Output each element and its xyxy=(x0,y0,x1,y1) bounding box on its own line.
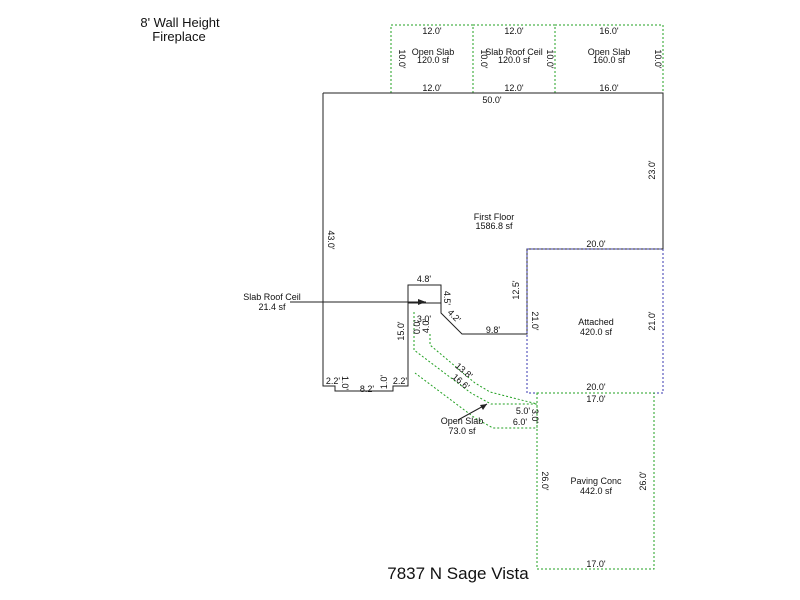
dim-label: 12.0' xyxy=(422,26,442,36)
dim-label: 4.2' xyxy=(446,307,463,324)
dim-label: 12.0' xyxy=(422,83,442,93)
dim-label: 4.8' xyxy=(417,274,432,284)
attached-area: 420.0 sf xyxy=(580,327,613,337)
dim-label: 43.0' xyxy=(326,230,336,250)
first-floor-area: 1586.8 sf xyxy=(475,221,513,231)
dim-label: 12.0' xyxy=(504,83,524,93)
dim-label: 0.0' xyxy=(412,320,422,335)
dim-label: 12.5' xyxy=(511,280,521,300)
open-slab-3-arrow xyxy=(480,404,487,410)
dim-label: 6.0' xyxy=(513,417,528,427)
address-label: 7837 N Sage Vista xyxy=(387,564,529,583)
fireplace-note: Fireplace xyxy=(152,29,205,44)
dim-label: 17.0' xyxy=(586,559,606,569)
wall-height-note: 8' Wall Height xyxy=(140,15,220,30)
dim-label: 21.0' xyxy=(530,311,540,331)
dim-label: 4.0' xyxy=(421,319,431,334)
dim-label: 21.0' xyxy=(647,311,657,331)
dim-label: 16.0' xyxy=(599,83,619,93)
dim-label: 20.0' xyxy=(586,239,606,249)
dim-label: 10.0' xyxy=(545,49,555,69)
open-slab-1-name: Open Slab xyxy=(412,47,455,57)
dim-label: 26.0' xyxy=(540,471,550,491)
open-slab-3-area: 73.0 sf xyxy=(448,426,476,436)
slab-roof-ceil-small-name: Slab Roof Ceil xyxy=(243,292,301,302)
dim-label: 9.8' xyxy=(486,325,501,335)
slab-roof-ceil-small-outline xyxy=(407,284,442,304)
first-floor-outline xyxy=(322,92,664,392)
dim-label: 4.5' xyxy=(442,291,452,306)
dim-label: 23.0' xyxy=(647,160,657,180)
dim-label: 12.0' xyxy=(504,26,524,36)
dimension-labels: 12.0' 12.0' 16.0' 10.0' 10.0' 10.0' 10.0… xyxy=(326,26,663,569)
open-slab-3-name: Open Slab xyxy=(441,416,484,426)
dim-label: 17.0' xyxy=(586,394,606,404)
dim-label: 10.0' xyxy=(479,49,489,69)
dim-label: 5.0' xyxy=(516,406,531,416)
slab-roof-ceil-arrow xyxy=(418,299,426,305)
dim-label: 10.0' xyxy=(653,49,663,69)
open-slab-3-outline xyxy=(413,312,538,429)
open-slab-1-area: 120.0 sf xyxy=(417,55,450,65)
dim-label: 3.0' xyxy=(417,314,432,324)
paving-conc-name: Paving Conc xyxy=(570,476,622,486)
dim-label: 16.0' xyxy=(599,26,619,36)
dim-label: 2.2' xyxy=(326,376,341,386)
slab-roof-ceil-small-area: 21.4 sf xyxy=(258,302,286,312)
dim-label: 20.0' xyxy=(586,382,606,392)
dim-label: 10.0' xyxy=(397,49,407,69)
attached-name: Attached xyxy=(578,317,614,327)
dim-label: 1.0' xyxy=(379,375,389,390)
slab-roof-ceil-top-area: 120.0 sf xyxy=(498,55,531,65)
dim-label: 1.0' xyxy=(340,376,350,391)
dim-label: 8.2' xyxy=(360,384,375,394)
dim-label: 26.0' xyxy=(638,471,648,491)
open-slab-2-name: Open Slab xyxy=(588,47,631,57)
dim-label: 2.2' xyxy=(393,376,408,386)
dim-label: 15.0' xyxy=(396,321,406,341)
open-slab-3-inner xyxy=(429,334,538,405)
first-floor-name: First Floor xyxy=(474,212,515,222)
slab-roof-ceil-top-name: Slab Roof Ceil xyxy=(485,47,543,57)
paving-conc-outline xyxy=(536,392,655,570)
open-slab-2-area: 160.0 sf xyxy=(593,55,626,65)
dim-label: 3.0' xyxy=(530,409,540,424)
dim-label: 50.0' xyxy=(482,95,502,105)
paving-conc-area: 442.0 sf xyxy=(580,486,613,496)
area-labels: First Floor 1586.8 sf Attached 420.0 sf … xyxy=(243,47,630,496)
